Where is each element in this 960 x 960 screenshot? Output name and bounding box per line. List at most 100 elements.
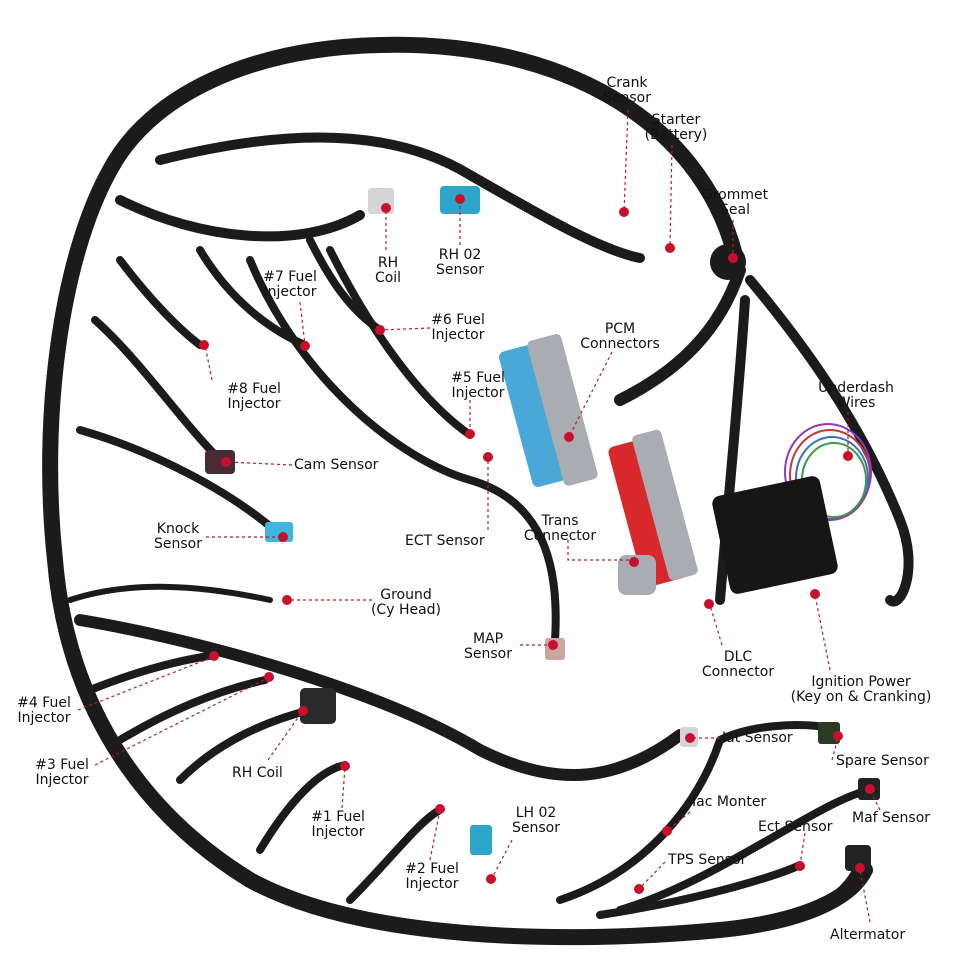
leader-trans [567,540,632,561]
label-ground: Ground (Cy Head) [370,587,442,618]
dot-iac [662,826,672,836]
marker-dots [199,194,875,894]
label-starter-battery: Starter (Battery) [644,112,708,143]
dot-lh-o2 [486,874,496,884]
dot-ect-small [795,861,805,871]
dot-maf [865,784,875,794]
label-maf-sensor: Maf Sensor [852,810,931,826]
label-iat-sensor: Iat Sensor [722,730,793,746]
leader-tps [639,861,666,889]
rh-coil2-connector [300,688,336,724]
dot-map [548,640,558,650]
label-grommet-seal: Grommet Seal [701,187,769,218]
leader-inj6 [379,327,431,331]
label-fuel-injector-6: #6 Fuel Injector [431,312,485,343]
label-fuel-injector-4: #4 Fuel Injector [17,695,71,726]
dot-rh-coil [381,203,391,213]
underdash-wire [745,275,914,607]
label-map-sensor: MAP Sensor [464,631,512,662]
maf-wire [616,786,874,914]
label-rh-o2-sensor: RH 02 Sensor [436,247,484,278]
label-altermator: Altermator [830,927,906,943]
dot-trans [629,557,639,567]
label-fuel-injector-5: #5 Fuel Injector [451,370,505,401]
dot-inj8 [199,340,209,350]
label-lh-o2-sensor: LH 02 Sensor [512,805,560,836]
map-wire [246,256,560,644]
label-dlc-connector: DLC Connector [701,649,775,680]
coil-branch-wire [115,195,365,242]
label-fuel-injector-8: #8 Fuel Injector [227,381,281,412]
dot-rh-coil2 [298,706,308,716]
dot-dlc [704,599,714,609]
cam-wire [91,316,224,464]
label-iac-monter: Iac Monter [692,794,767,810]
label-ect-sensor: ECT Sensor [405,533,485,549]
label-ignition-power: Ignition Power (Key on & Cranking) [790,674,932,705]
dot-grommet [728,253,738,263]
label-fuel-injector-3: #3 Fuel Injector [35,757,89,788]
lower-branch-wire [74,614,686,782]
leader-rh-coil2 [267,711,303,761]
leader-inj2 [429,809,441,861]
leader-spare [831,737,839,761]
pcm-wire [614,264,746,406]
trans-connector-body [618,555,656,595]
inj4-wire [86,651,219,694]
dot-ignition [810,589,820,599]
knock-wire [76,426,284,539]
connectors [205,186,880,871]
leader-inj3 [94,677,269,766]
label-pcm-connectors: PCM Connectors [580,321,660,352]
harness-wires [42,36,914,946]
dot-spare [833,731,843,741]
lh-o2-connector [470,825,492,855]
dot-inj5 [465,429,475,439]
alternator-connector [845,845,871,871]
tps-wire [596,861,804,919]
dot-ground [282,595,292,605]
grommet-ring [710,244,746,280]
pcm-red-shell [632,429,698,581]
leader-crank [623,109,629,213]
label-fuel-injector-2: #2 Fuel Injector [405,861,459,892]
label-spare-sensor: Spare Sensor [836,753,929,769]
label-fuel-injector-1: #1 Fuel Injector [311,809,365,840]
dot-starter [665,243,675,253]
underdash-loop [784,423,872,521]
ground-wire [67,583,273,603]
pcm-gray-shell [527,334,598,486]
dot-inj2 [435,804,445,814]
dot-inj6 [375,325,385,335]
leader-inj7 [299,301,306,346]
fuse-box [712,476,838,594]
label-tps-sensor: TPS Sensor [668,852,747,868]
dot-knock [278,532,288,542]
dot-inj7 [300,341,310,351]
dot-inj3 [264,672,274,682]
dot-inj4 [209,651,219,661]
label-trans-connector: Trans Connector [523,513,597,544]
leader-ignition [814,594,831,671]
dot-pcm [564,432,574,442]
dot-iat [685,733,695,743]
inj5-wire [326,246,474,439]
main-loop-wire [42,36,873,946]
leader-pcm [569,351,613,436]
dot-ect [483,452,493,462]
dot-inj1 [340,761,350,771]
leader-inj1 [341,766,346,809]
leader-cam [227,461,293,466]
dot-alternator [855,863,865,873]
leader-dlc [709,604,723,646]
label-crank-sensor: Crank Sensor [603,75,651,106]
leader-lines [77,109,881,923]
label-rh-coil-top: RH Coil [374,255,402,286]
inj3-wire [116,676,269,744]
sensor-branch-wire [556,721,834,904]
dot-crank [619,207,629,217]
leader-inj8 [204,344,213,381]
dot-tps [634,884,644,894]
cam-connector [205,450,235,474]
